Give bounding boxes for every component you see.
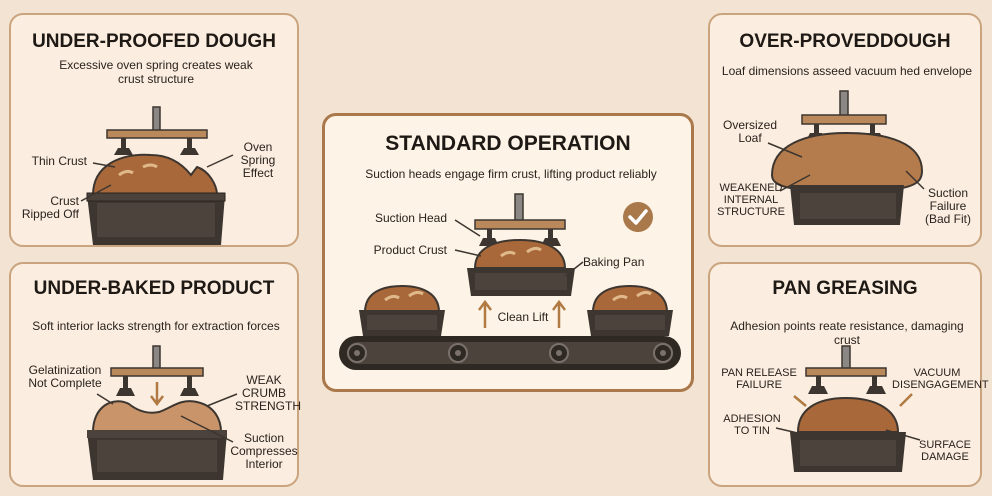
- label-thin-crust: Thin Crust: [32, 155, 87, 168]
- lift-rod: [153, 107, 160, 131]
- label-crust-ripped: Crust Ripped Off: [22, 195, 79, 221]
- down-arrow: [151, 382, 163, 404]
- up-arrow: [553, 302, 565, 328]
- suction-cup: [180, 148, 199, 155]
- label-adhesion-to-tin: ADHESION TO TIN: [722, 414, 782, 438]
- panel-over-proved: OVER-PROVEDDOUGH Loaf dimensions asseed …: [708, 13, 982, 247]
- label-product-crust: Product Crust: [374, 244, 447, 257]
- bread-loaf: [365, 286, 439, 312]
- panel-under-baked: UNDER-BAKED PRODUCT Soft interior lacks …: [9, 262, 299, 487]
- lift-rod: [840, 91, 848, 117]
- suction-bar: [107, 130, 207, 138]
- lift-rod: [842, 346, 850, 370]
- bread-loaf: [593, 286, 667, 312]
- label-baking-pan: Baking Pan: [583, 256, 644, 269]
- bread-loaf: [93, 155, 217, 195]
- label-suction-compresses: Suction Compresses Interior: [229, 432, 299, 471]
- label-oversized-loaf: Oversized Loaf: [720, 119, 780, 145]
- checkmark-icon: [623, 202, 653, 232]
- label-oven-spring: Oven Spring Effect: [233, 141, 283, 180]
- arrow: [794, 396, 806, 406]
- label-weakened-structure: WEAKENED INTERNAL STRUCTURE: [716, 183, 786, 219]
- suction-cup: [114, 148, 133, 155]
- lift-rod: [515, 194, 523, 222]
- panel-standard-operation: STANDARD OPERATION Suction heads engage …: [322, 113, 694, 392]
- suction-bar: [802, 115, 886, 124]
- suction-cup: [808, 386, 828, 394]
- bread-loaf: [798, 398, 898, 432]
- lift-rod: [153, 346, 160, 370]
- up-arrow: [479, 302, 491, 328]
- label-suction-head: Suction Head: [375, 212, 447, 225]
- label-weak-crumb: WEAK CRUMB STRENGTH: [235, 374, 293, 413]
- label-clean-lift: Clean Lift: [493, 311, 553, 324]
- suction-bar: [806, 368, 886, 376]
- bread-loaf: [772, 133, 922, 191]
- label-pan-release-failure: PAN RELEASE FAILURE: [720, 368, 798, 392]
- label-vacuum-disengagement: VACUUM DISENGAGEMENT: [892, 368, 982, 392]
- suction-bar: [475, 220, 565, 229]
- panel-under-proofed: UNDER-PROOFED DOUGH Excessive oven sprin…: [9, 13, 299, 247]
- label-gelatinization: Gelatinization Not Complete: [21, 364, 109, 390]
- suction-cup: [180, 388, 199, 396]
- label-suction-failure: Suction Failure (Bad Fit): [916, 187, 980, 226]
- arrow: [900, 394, 912, 406]
- suction-bar: [111, 368, 203, 376]
- panel-pan-greasing: PAN GREASING Adhesion points reate resis…: [708, 262, 982, 487]
- suction-cup: [116, 388, 135, 396]
- suction-cup: [866, 386, 886, 394]
- label-surface-damage: SURFACE DAMAGE: [912, 440, 978, 464]
